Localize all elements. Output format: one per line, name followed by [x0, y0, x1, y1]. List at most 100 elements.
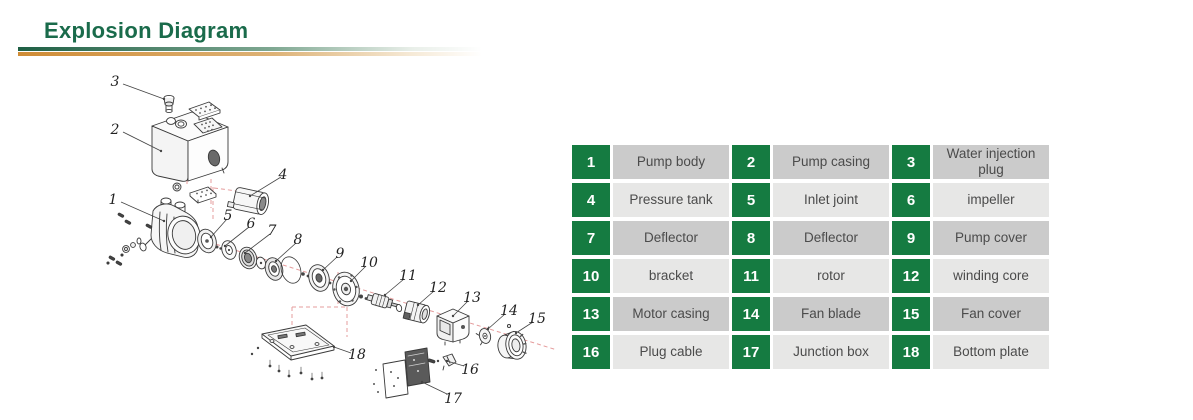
deflector-7-drawing [238, 246, 267, 270]
part-name-cell: Bottom plate [933, 335, 1049, 369]
part-name-cell: Pump body [613, 145, 729, 179]
leader-line [384, 278, 405, 296]
pressure-tank-drawing [226, 187, 270, 215]
callout-number: 12 [429, 280, 447, 296]
callout-number: 16 [461, 362, 479, 378]
winding-core-drawing [402, 300, 431, 324]
leader-line [322, 256, 338, 271]
leader-dot [451, 314, 455, 318]
nut-and-plate-drawing [172, 182, 217, 204]
part-number-cell: 17 [732, 335, 770, 369]
callout-number: 17 [444, 391, 462, 407]
leader-dot [321, 268, 325, 272]
callout-number: 6 [247, 216, 256, 232]
part-name-cell: rotor [773, 259, 889, 293]
leader-line [446, 360, 465, 367]
callout-number: 18 [348, 347, 366, 363]
leader-line [333, 346, 352, 354]
pump-body-drawing [139, 197, 201, 258]
leader-line [515, 321, 534, 334]
terminal-plate-drawing [188, 101, 221, 121]
callout-number: 4 [278, 167, 288, 183]
leader-line [120, 201, 165, 222]
rotor-drawing [366, 293, 402, 309]
pump-casing-drawing [151, 111, 229, 182]
part-name-cell: Plug cable [613, 335, 729, 369]
leader-line [275, 242, 297, 262]
part-number-cell: 2 [732, 145, 770, 179]
leader-line [122, 131, 162, 152]
callout-number: 14 [500, 303, 518, 319]
leader-dot [248, 194, 252, 198]
leader-line [350, 265, 367, 282]
impeller-drawing [221, 240, 237, 260]
part-name-cell: bracket [613, 259, 729, 293]
leader-dot [223, 244, 227, 248]
leader-dot [349, 279, 353, 283]
water-injection-plug-drawing [163, 94, 175, 114]
callout-number: 10 [360, 255, 378, 271]
part-name-cell: Pump cover [933, 221, 1049, 255]
leader-dot [383, 293, 387, 297]
leader-dot [445, 359, 449, 363]
part-number-cell: 5 [732, 183, 770, 217]
leader-dot [416, 303, 420, 307]
part-number-cell: 18 [892, 335, 930, 369]
leader-dot [420, 380, 424, 384]
bracket-drawing [332, 271, 368, 307]
title-underline-green [18, 47, 482, 51]
leader-line [249, 176, 282, 197]
page-title: Explosion Diagram [44, 18, 249, 43]
leader-line [452, 300, 469, 317]
leader-dot [486, 327, 490, 331]
callout-number: 8 [294, 232, 303, 248]
part-name-cell: Fan blade [773, 297, 889, 331]
part-name-cell: winding core [933, 259, 1049, 293]
leader-line [417, 290, 435, 306]
part-number-cell: 16 [572, 335, 610, 369]
part-number-cell: 7 [572, 221, 610, 255]
part-number-cell: 1 [572, 145, 610, 179]
part-name-cell: Water injection plug [933, 145, 1049, 179]
part-number-cell: 9 [892, 221, 930, 255]
callout-number: 13 [463, 290, 481, 306]
leader-dot [209, 235, 213, 239]
motor-casing-drawing [436, 308, 470, 346]
leader-dot [332, 345, 336, 349]
part-name-cell: impeller [933, 183, 1049, 217]
inlet-joint-drawing [197, 228, 222, 254]
callout-number: 5 [224, 208, 233, 224]
part-number-cell: 13 [572, 297, 610, 331]
part-number-cell: 6 [892, 183, 930, 217]
pump-cover-drawing [308, 264, 332, 292]
junction-box-drawing [373, 347, 431, 399]
leader-dot [162, 97, 166, 101]
part-name-cell: Pressure tank [613, 183, 729, 217]
fan-blade-drawing [475, 326, 492, 346]
part-number-cell: 8 [732, 221, 770, 255]
part-number-cell: 12 [892, 259, 930, 293]
title-underline-orange [18, 52, 482, 56]
callout-number: 7 [268, 223, 277, 239]
leader-line [421, 381, 448, 395]
part-name-cell: Inlet joint [773, 183, 889, 217]
callout-number: 1 [109, 192, 118, 208]
part-name-cell: Deflector [613, 221, 729, 255]
callout-number: 3 [111, 74, 120, 90]
part-name-cell: Deflector [773, 221, 889, 255]
part-number-cell: 11 [732, 259, 770, 293]
leader-line [244, 233, 271, 254]
part-number-cell: 10 [572, 259, 610, 293]
fan-cover-drawing [497, 323, 527, 360]
callout-number: 15 [528, 311, 546, 327]
leader-line [487, 313, 506, 330]
leader-dot [274, 259, 278, 263]
deflector-8-drawing [264, 256, 310, 284]
leader-dot [162, 219, 166, 223]
callout-number: 9 [336, 246, 345, 262]
part-number-cell: 14 [732, 297, 770, 331]
leader-dot [243, 251, 247, 255]
